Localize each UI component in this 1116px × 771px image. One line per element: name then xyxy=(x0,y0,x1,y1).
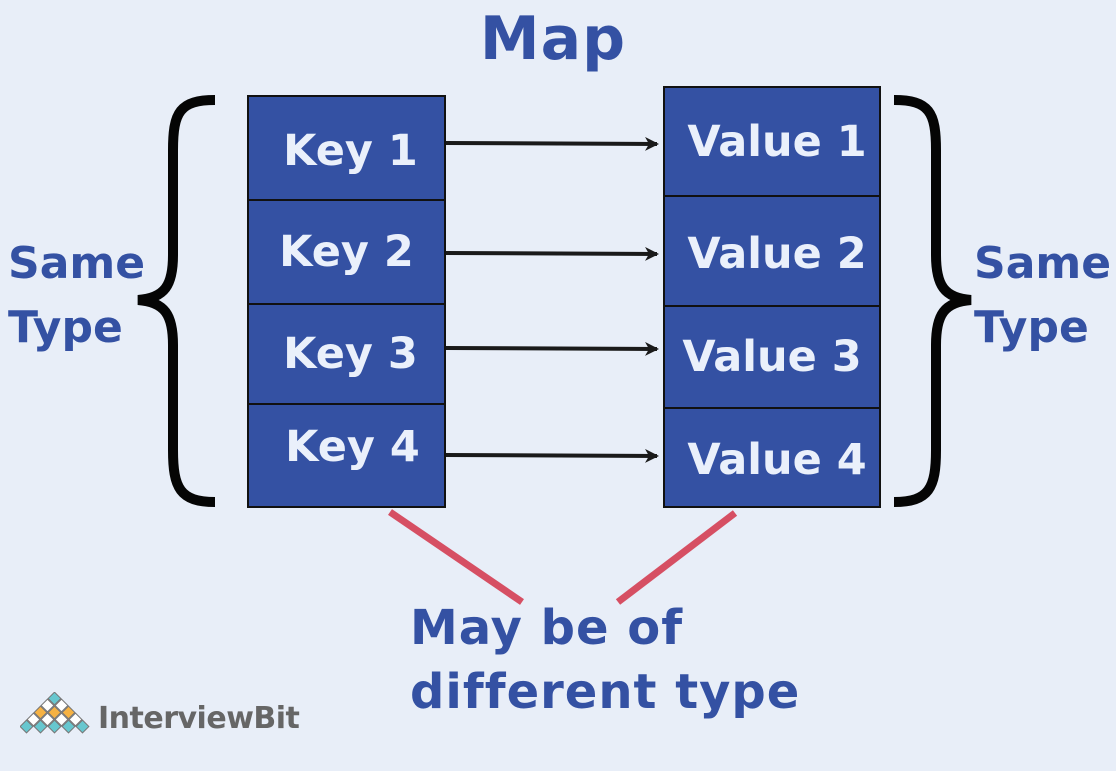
right-annotation: Same Type xyxy=(974,232,1111,360)
key-label: Key 1 xyxy=(283,126,418,176)
diagram-title: Map xyxy=(479,4,627,74)
interviewbit-logo: InterviewBit xyxy=(20,692,300,744)
left-annotation: Same Type xyxy=(8,232,145,360)
key-label: Key 3 xyxy=(283,329,418,379)
value-label: Value 2 xyxy=(687,229,867,279)
key-label: Key 4 xyxy=(285,421,420,472)
bottom-note-line1: May be of xyxy=(410,600,684,656)
key-cell-3: Key 3 xyxy=(247,303,446,405)
key-label: Key 2 xyxy=(279,227,414,277)
right-annotation-line1: Same xyxy=(974,238,1112,289)
value-cell-4: Value 4 xyxy=(663,407,881,508)
pointer-line-values xyxy=(615,510,738,605)
value-cell-2: Value 2 xyxy=(663,195,881,307)
bottom-note-line2: different type xyxy=(410,664,801,720)
arrow-icon-3 xyxy=(445,341,659,356)
left-brace-icon xyxy=(137,95,216,507)
value-cell-3: Value 3 xyxy=(663,305,881,409)
key-cell-1: Key 1 xyxy=(247,95,446,201)
arrow-icon-2 xyxy=(445,246,659,261)
key-cell-2: Key 2 xyxy=(247,199,446,305)
arrow-icon-1 xyxy=(445,136,659,151)
logo-pyramid-icon xyxy=(20,692,90,734)
value-cell-1: Value 1 xyxy=(663,86,881,197)
value-label: Value 3 xyxy=(682,332,862,382)
right-annotation-line2: Type xyxy=(974,302,1089,353)
key-cell-4: Key 4 xyxy=(247,403,446,508)
pointer-line-keys xyxy=(388,509,524,605)
value-label: Value 4 xyxy=(687,434,867,485)
arrow-icon-4 xyxy=(445,448,659,463)
bottom-note: May be of different type xyxy=(410,596,800,724)
value-label: Value 1 xyxy=(687,116,867,167)
left-annotation-line1: Same xyxy=(8,238,146,289)
logo-text: InterviewBit xyxy=(98,700,300,736)
right-brace-icon xyxy=(893,95,972,507)
left-annotation-line2: Type xyxy=(8,302,123,353)
